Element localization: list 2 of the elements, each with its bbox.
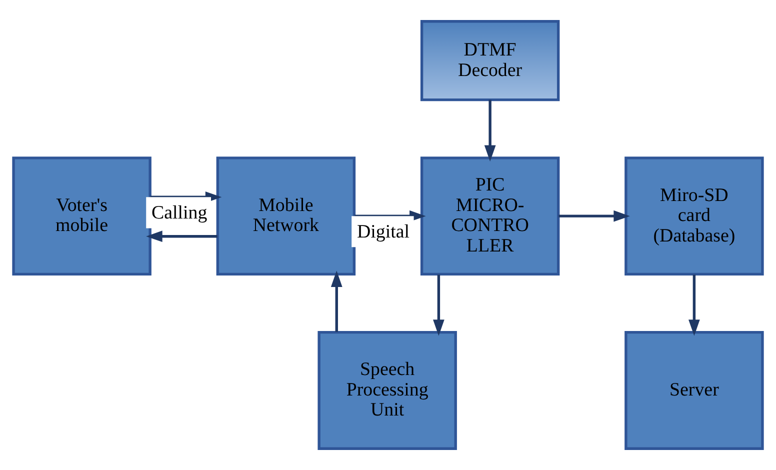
edge-label: Digital [357, 221, 410, 242]
edge-label: Calling [152, 202, 208, 224]
